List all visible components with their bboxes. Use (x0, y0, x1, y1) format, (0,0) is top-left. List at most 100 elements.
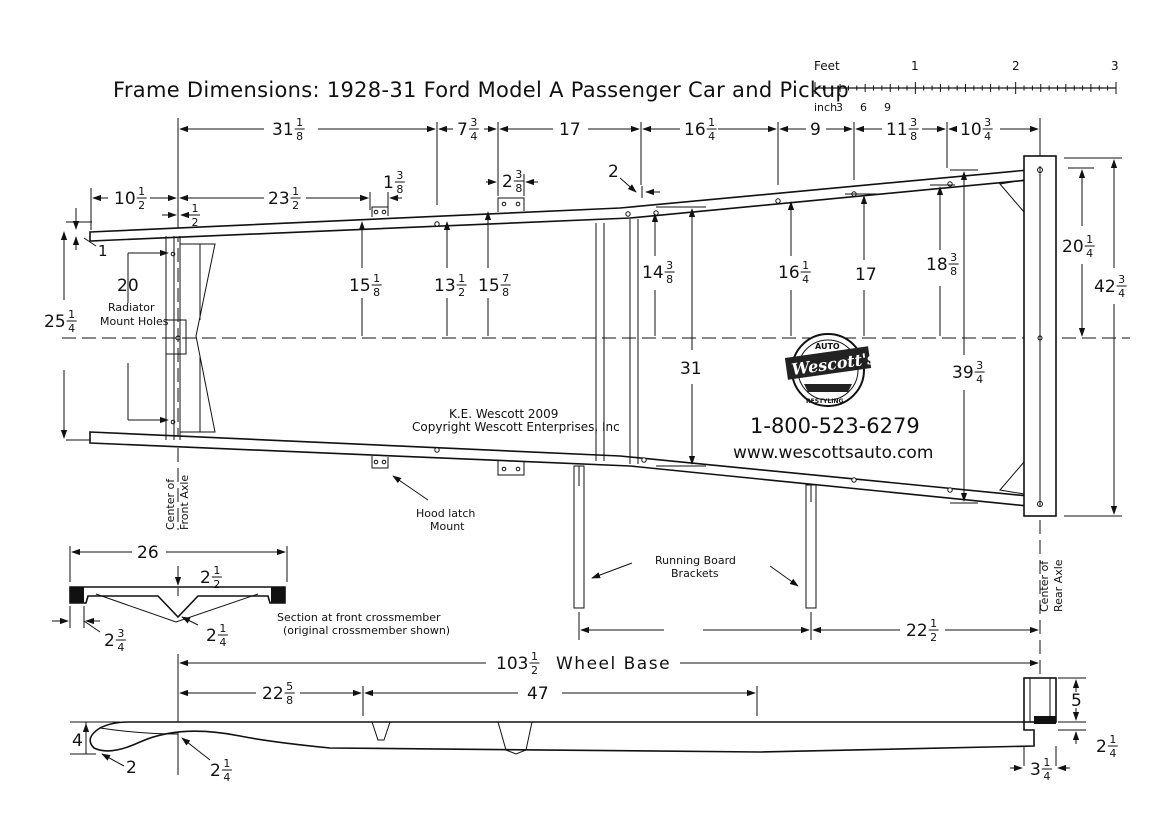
dim-47: 47 (527, 684, 549, 704)
fraction-denominator: 4 (802, 273, 809, 286)
contact-phone: 1-800-523-6279 (750, 414, 920, 438)
fraction-denominator: 4 (117, 641, 124, 654)
fraction-whole: 2 (1096, 737, 1107, 757)
fraction-whole: 2 (206, 626, 217, 646)
fraction-whole: 103 (496, 654, 528, 674)
fraction-whole: 3 (1030, 760, 1041, 780)
section-label-2: (original crossmember shown) (283, 624, 450, 637)
fraction-numerator: 1 (930, 617, 937, 630)
fraction-numerator: 1 (213, 564, 220, 577)
fraction-denominator: 2 (138, 199, 145, 212)
fraction-whole: 2 (104, 631, 115, 651)
fraction-numerator: 1 (1109, 733, 1116, 746)
fraction-numerator: 1 (68, 308, 75, 321)
fraction-numerator: 3 (1118, 273, 1125, 286)
fraction-whole: 39 (952, 363, 974, 383)
page-title: Frame Dimensions: 1928-31 Ford Model A P… (113, 78, 849, 102)
dim-5: 5 (1071, 691, 1082, 711)
fraction-numerator: 1 (292, 185, 299, 198)
wheelbase-label: Wheel Base (556, 654, 671, 674)
fraction-whole: 22 (262, 684, 284, 704)
dim-2-taper: 2 (608, 162, 619, 182)
fraction-whole: 7 (457, 120, 468, 140)
frame-hole (434, 447, 440, 453)
dim-31-center: 31 (680, 359, 702, 379)
fraction-denominator: 2 (213, 578, 220, 591)
hood-latch-label-1: Hood latch (416, 507, 475, 520)
fraction-numerator: 1 (296, 116, 303, 129)
fraction-whole: 16 (778, 263, 800, 283)
fraction-denominator: 8 (296, 130, 303, 143)
scale-foot-tick-3: 3 (1111, 59, 1119, 73)
fraction-whole: 42 (1094, 277, 1116, 297)
fraction-numerator: 3 (976, 359, 983, 372)
fraction-whole: 25 (44, 312, 66, 332)
credits: K.E. Wescott 2009 Copyright Wescott Ente… (412, 407, 620, 434)
fraction-denominator: 8 (666, 273, 673, 286)
fraction-numerator: 1 (458, 272, 465, 285)
dim-4: 4 (72, 731, 83, 751)
fraction-whole: 18 (926, 255, 948, 275)
fraction-whole: 31 (272, 120, 294, 140)
wescotts-logo: AUTO Wescott's RESTYLING (784, 333, 877, 407)
fraction-numerator: 1 (1086, 233, 1093, 246)
scale-feet-label: Feet (814, 59, 840, 73)
front-axle-label-1: Center of (164, 478, 177, 530)
fraction-denominator: 8 (502, 286, 509, 299)
fraction-denominator: 2 (458, 286, 465, 299)
fraction-whole: 1 (383, 173, 394, 193)
fraction-whole: 22 (906, 621, 928, 641)
fraction-denominator: 4 (984, 130, 991, 143)
frame-hole (625, 211, 631, 217)
frame-hole (851, 477, 857, 483)
fraction-whole: 15 (349, 276, 371, 296)
contact-info: 1-800-523-6279 www.wescottsauto.com (733, 414, 933, 463)
dim-17-inner: 17 (855, 265, 877, 285)
fraction-numerator: 7 (502, 272, 509, 285)
scale-inch-tick-6: 6 (860, 101, 867, 114)
fraction-denominator: 4 (219, 636, 226, 649)
dim-17-top: 17 (559, 120, 581, 140)
fraction-numerator: 3 (470, 116, 477, 129)
fraction-numerator: 1 (708, 116, 715, 129)
dim-20: 20 (117, 276, 139, 296)
fraction-denominator: 8 (286, 694, 293, 707)
dim-2-nose: 2 (126, 758, 137, 778)
fraction-numerator: 3 (117, 627, 124, 640)
fraction-whole: 23 (268, 189, 290, 209)
fraction-numerator: 1 (223, 757, 230, 770)
contact-website: www.wescottsauto.com (733, 443, 933, 463)
fraction-numerator: 1 (192, 202, 199, 215)
fraction-denominator: 8 (950, 265, 957, 278)
fraction-whole: 11 (886, 120, 908, 140)
credit-author: K.E. Wescott 2009 (449, 407, 558, 421)
fraction-numerator: 3 (396, 169, 403, 182)
frame-hole (947, 487, 953, 493)
fraction-denominator: 8 (373, 286, 380, 299)
frame-hole (434, 221, 440, 227)
fraction-whole: 14 (642, 263, 664, 283)
running-board-label-2: Brackets (671, 567, 719, 580)
fraction-denominator: 2 (192, 216, 199, 229)
fraction-denominator: 4 (1109, 747, 1116, 760)
fraction-numerator: 1 (373, 272, 380, 285)
frame-hole (653, 210, 659, 216)
fraction-numerator: 3 (910, 116, 917, 129)
fraction-numerator: 3 (515, 168, 522, 181)
